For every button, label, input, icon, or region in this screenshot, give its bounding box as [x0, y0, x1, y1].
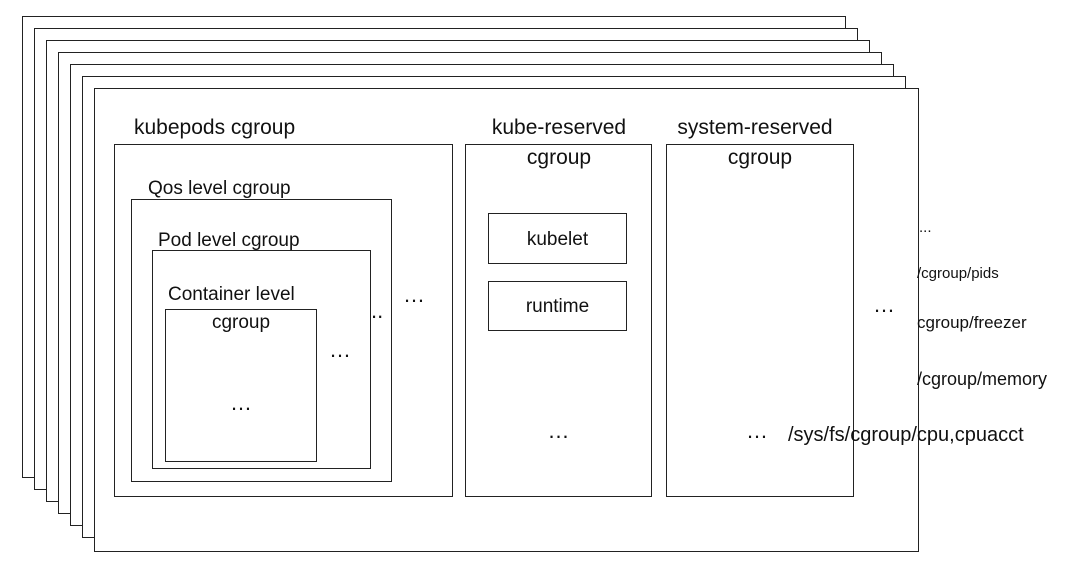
- layer-label-cpu-cpuacct: /sys/fs/cgroup/cpu,cpuacct: [788, 424, 1024, 446]
- side-ellipsis: …: [873, 292, 895, 317]
- layer-top-ellipsis: ...: [919, 219, 932, 236]
- runtime-box: [488, 281, 627, 331]
- system-reserved-title-line2: cgroup: [727, 146, 793, 169]
- kubepods-ellipsis: …: [403, 282, 425, 307]
- container-level-label-line1: Container level: [168, 284, 295, 305]
- kubelet-box: [488, 213, 627, 264]
- kube-reserved-ellipsis: …: [547, 418, 570, 443]
- layer-label-pids: /cgroup/pids: [917, 265, 999, 282]
- pod-ellipsis: …: [329, 337, 351, 362]
- container-level-label-line2: cgroup: [211, 312, 271, 333]
- layer-label-freezer: cgroup/freezer: [917, 313, 1027, 332]
- system-reserved-title-line1: system-reserved: [677, 116, 833, 139]
- kubepods-title: kubepods cgroup: [134, 116, 296, 139]
- container-ellipsis: …: [230, 390, 252, 415]
- qos-level-label: Qos level cgroup: [148, 178, 291, 199]
- runtime-label: runtime: [525, 296, 590, 317]
- container-level-box: [165, 309, 317, 462]
- pod-level-label: Pod level cgroup: [158, 230, 300, 251]
- layer-label-memory: /cgroup/memory: [917, 369, 1048, 389]
- kube-reserved-title-line2: cgroup: [526, 146, 592, 169]
- kubelet-label: kubelet: [526, 229, 589, 250]
- system-reserved-box: [666, 144, 854, 497]
- kube-reserved-title-line1: kube-reserved: [491, 116, 627, 139]
- system-reserved-ellipsis: …: [746, 418, 768, 443]
- qos-ellipsis: ..: [371, 298, 384, 323]
